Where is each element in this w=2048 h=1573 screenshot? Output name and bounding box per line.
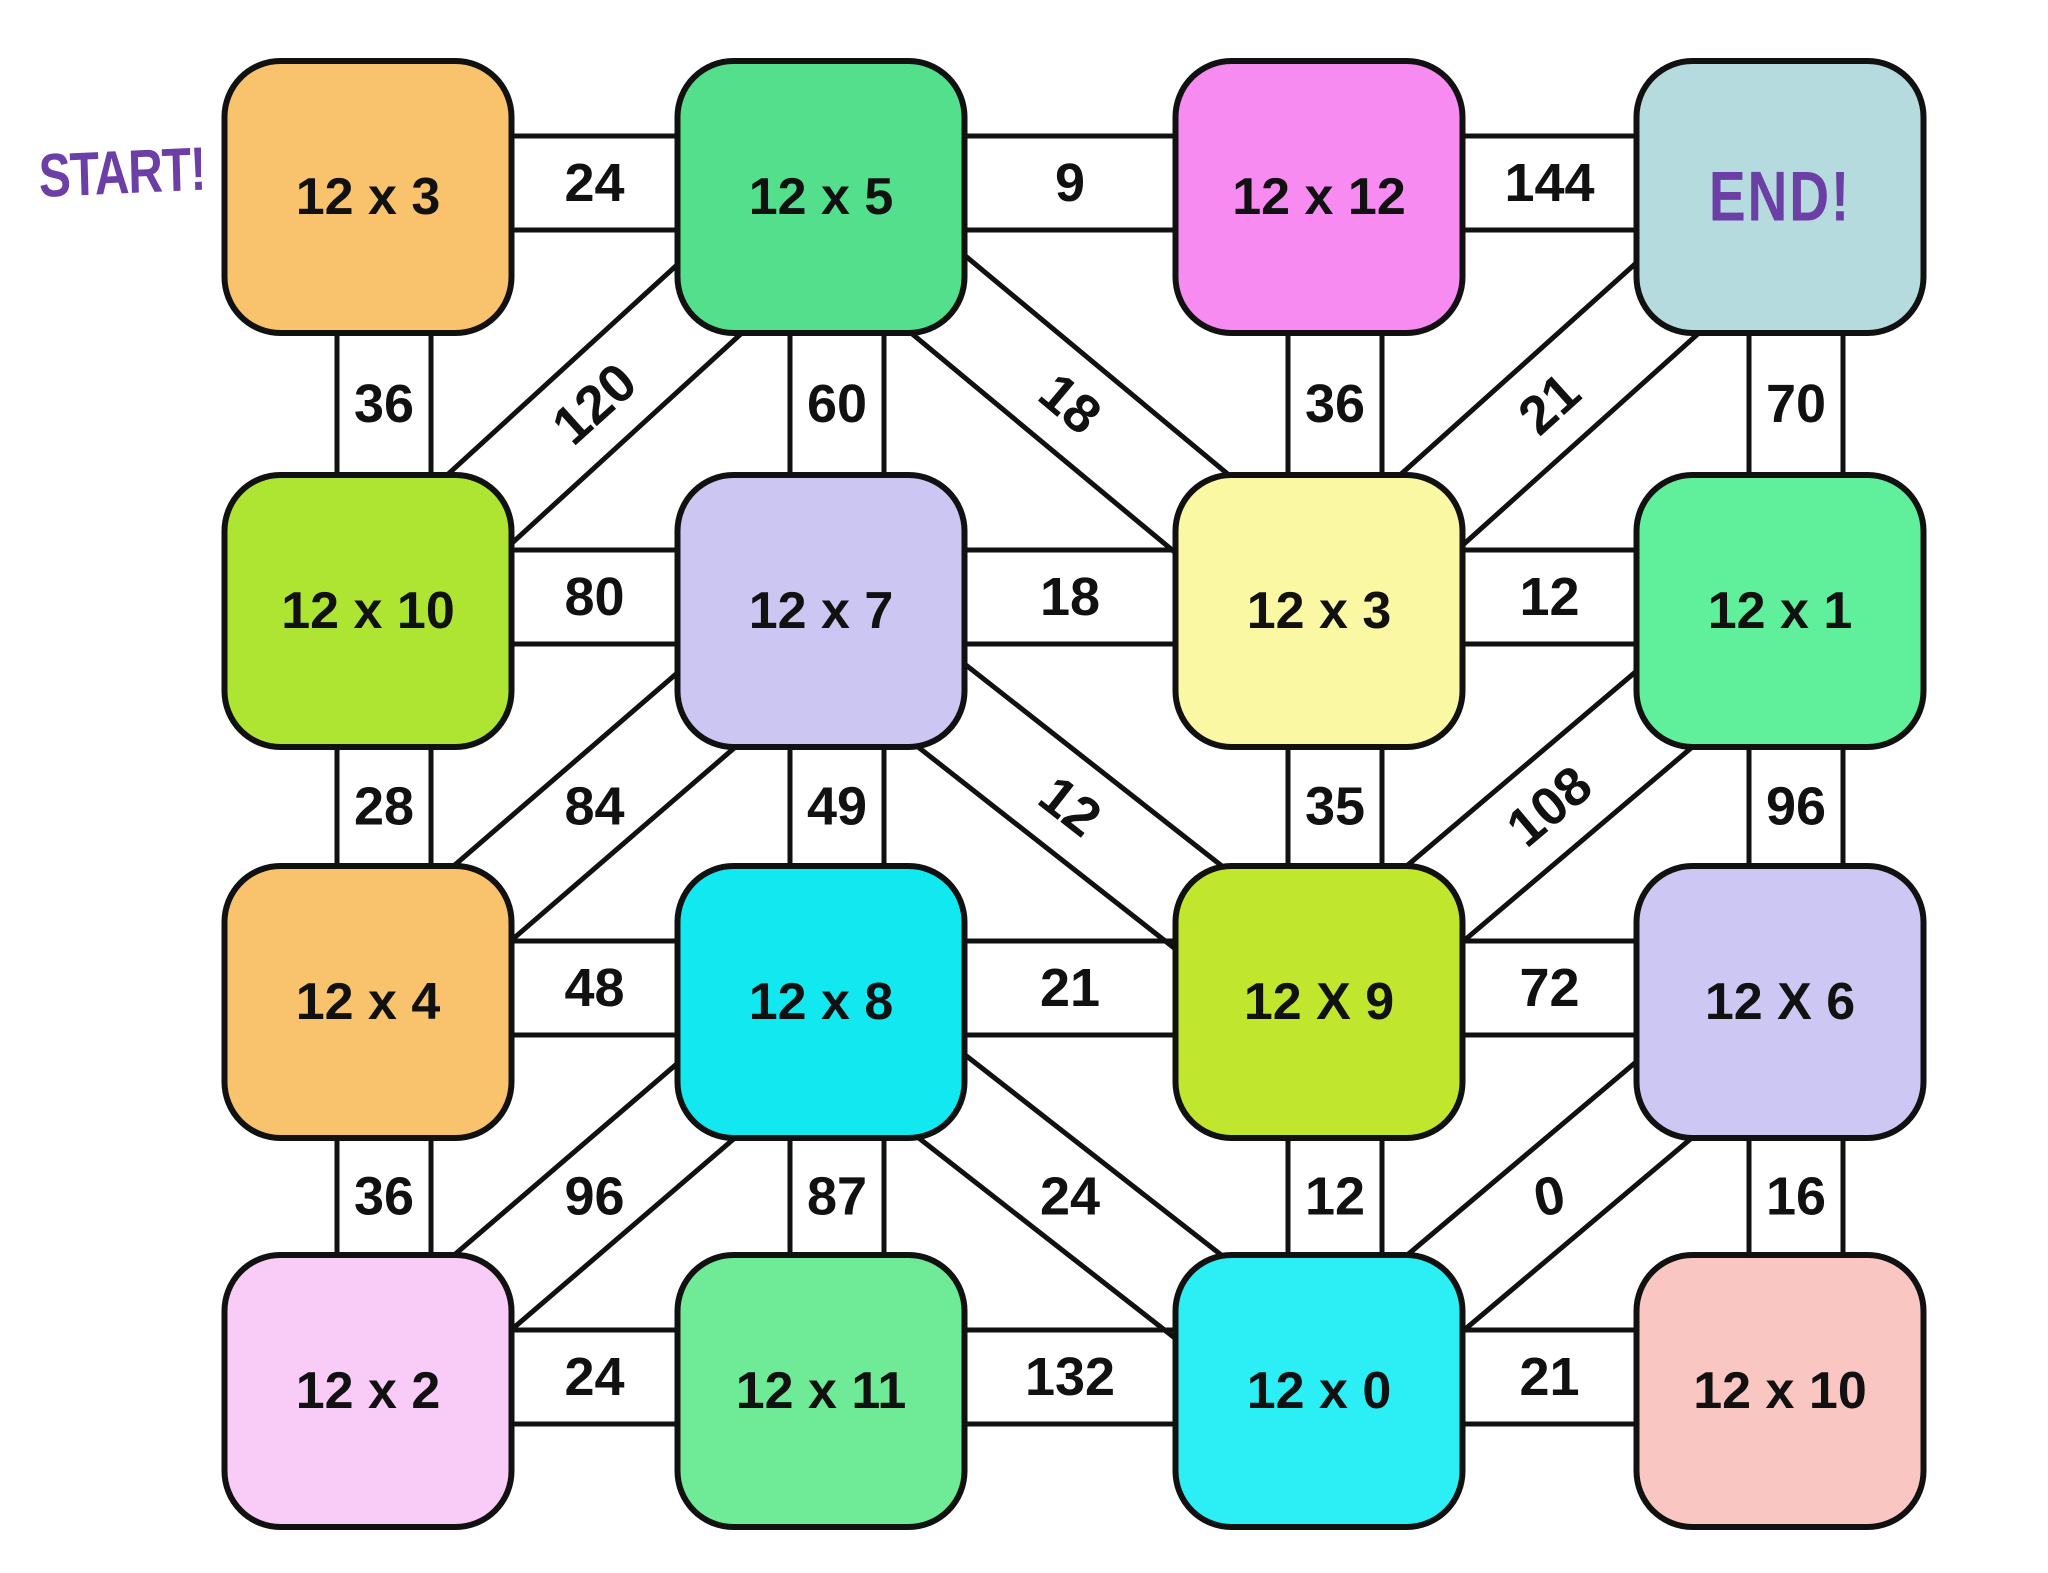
maze-box-12-x-0-r3c2[interactable]: 12 x 0 <box>1172 1252 1466 1530</box>
edge-answer-70[interactable]: 70 <box>1766 374 1826 434</box>
edge-answer-16[interactable]: 16 <box>1766 1167 1826 1227</box>
edge-answer-96[interactable]: 96 <box>564 1167 624 1227</box>
maze-box-12-x-11-r3c1[interactable]: 12 x 11 <box>674 1252 968 1530</box>
problem-label: 12 x 5 <box>749 168 894 226</box>
maze-box-12-x-12-r0c2[interactable]: 12 x 12 <box>1172 58 1466 336</box>
problem-label: 12 x 2 <box>296 1362 441 1420</box>
edge-answer-48[interactable]: 48 <box>564 958 624 1018</box>
maze-box-12-x-3-r1c2[interactable]: 12 x 3 <box>1172 472 1466 750</box>
edge-answer-96[interactable]: 96 <box>1766 777 1826 837</box>
edge-answer-0[interactable]: 0 <box>1529 1164 1571 1229</box>
maze-box-end-r0c3[interactable]: END! <box>1633 58 1927 336</box>
edge-answer-60[interactable]: 60 <box>807 374 867 434</box>
problem-label: 12 x 10 <box>1693 1362 1867 1420</box>
edge-answer-120[interactable]: 120 <box>541 352 648 457</box>
problem-label: 12 x 7 <box>749 582 894 640</box>
edge-answer-18[interactable]: 18 <box>1040 567 1100 627</box>
edge-answer-12[interactable]: 12 <box>1028 764 1112 848</box>
problem-label: 12 X 9 <box>1244 973 1394 1031</box>
maze-box-12-x-10-r1c0[interactable]: 12 x 10 <box>221 472 515 750</box>
maze-box-12-x-8-r2c1[interactable]: 12 x 8 <box>674 863 968 1141</box>
maze-box-12-x-1-r1c3[interactable]: 12 x 1 <box>1633 472 1927 750</box>
edge-answer-12[interactable]: 12 <box>1305 1167 1365 1227</box>
problem-label: 12 x 11 <box>736 1362 907 1420</box>
edge-answer-21[interactable]: 21 <box>1507 362 1592 447</box>
edge-answer-28[interactable]: 28 <box>354 777 414 837</box>
maze-box-12-x-5-r0c1[interactable]: 12 x 5 <box>674 58 968 336</box>
maze-box-12-x-6-r2c3[interactable]: 12 X 6 <box>1633 863 1927 1141</box>
problem-label: 12 x 10 <box>281 582 455 640</box>
problem-label: 12 x 4 <box>296 973 441 1031</box>
edge-answer-18[interactable]: 18 <box>1028 362 1113 447</box>
edge-answer-132[interactable]: 132 <box>1025 1347 1115 1407</box>
edge-answer-9[interactable]: 9 <box>1055 153 1085 213</box>
maze-box-12-x-10-r3c3[interactable]: 12 x 10 <box>1633 1252 1927 1530</box>
edge-answer-144[interactable]: 144 <box>1504 153 1594 213</box>
problem-label: 12 X 6 <box>1705 973 1855 1031</box>
edge-answer-72[interactable]: 72 <box>1519 958 1579 1018</box>
edge-answer-24[interactable]: 24 <box>1040 1167 1100 1227</box>
maze-box-12-x-9-r2c2[interactable]: 12 X 9 <box>1172 863 1466 1141</box>
edge-answer-36[interactable]: 36 <box>354 374 414 434</box>
edge-answer-21[interactable]: 21 <box>1519 1347 1579 1407</box>
edge-answer-12[interactable]: 12 <box>1519 567 1579 627</box>
maze-box-12-x-4-r2c0[interactable]: 12 x 4 <box>221 863 515 1141</box>
maze-box-12-x-2-r3c0[interactable]: 12 x 2 <box>221 1252 515 1530</box>
edge-answer-35[interactable]: 35 <box>1305 777 1365 837</box>
problem-label: 12 x 1 <box>1708 582 1853 640</box>
edge-answer-24[interactable]: 24 <box>564 1347 624 1407</box>
edge-answer-49[interactable]: 49 <box>807 777 867 837</box>
edge-answer-108[interactable]: 108 <box>1496 755 1604 859</box>
edge-answer-84[interactable]: 84 <box>564 777 624 837</box>
maze-box-12-x-7-r1c1[interactable]: 12 x 7 <box>674 472 968 750</box>
maze-box-12-x-3-r0c0[interactable]: 12 x 3 <box>221 58 515 336</box>
edge-answer-80[interactable]: 80 <box>564 567 624 627</box>
edge-answer-36[interactable]: 36 <box>1305 374 1365 434</box>
edge-answer-24[interactable]: 24 <box>564 153 624 213</box>
edge-answer-36[interactable]: 36 <box>354 1167 414 1227</box>
edge-answer-87[interactable]: 87 <box>807 1167 867 1227</box>
problem-label: 12 x 12 <box>1232 168 1406 226</box>
end-label: END! <box>1709 158 1851 236</box>
edge-answer-21[interactable]: 21 <box>1040 958 1100 1018</box>
start-label: START! <box>37 135 207 212</box>
problem-label: 12 x 8 <box>749 973 894 1031</box>
problem-label: 12 x 3 <box>296 168 441 226</box>
problem-label: 12 x 3 <box>1247 582 1392 640</box>
problem-label: 12 x 0 <box>1247 1362 1392 1420</box>
